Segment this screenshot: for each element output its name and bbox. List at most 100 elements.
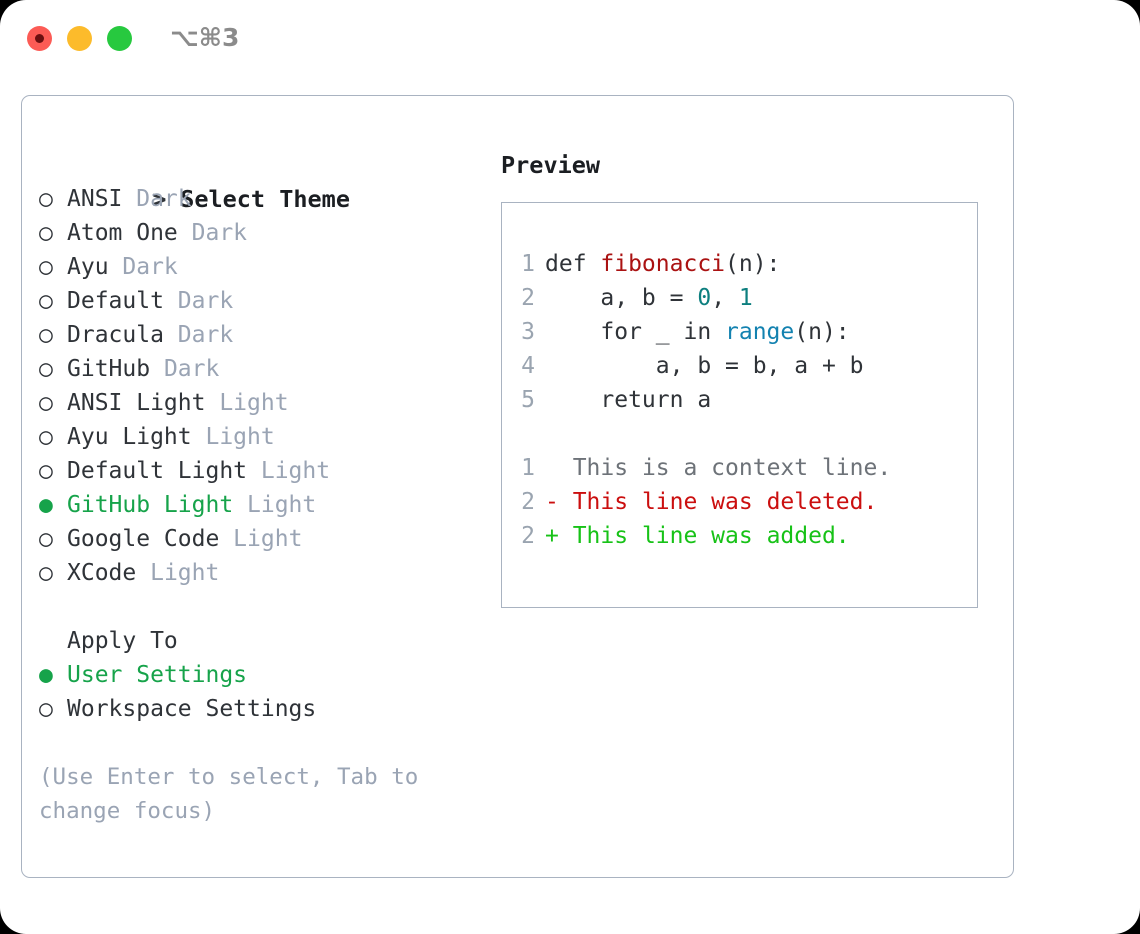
theme-name: Dracula	[67, 322, 164, 348]
diff-text: This is a context line.	[558, 455, 892, 481]
radio-selected-icon[interactable]: ●	[39, 492, 53, 518]
theme-variant-badge: Light	[191, 424, 275, 450]
minimize-button[interactable]	[67, 26, 92, 51]
theme-variant-badge: Light	[247, 458, 331, 484]
radio-unselected-icon[interactable]: ○	[39, 458, 53, 484]
code-token: 1	[738, 285, 753, 311]
code-line: 1 def fibonacci(n):	[515, 247, 971, 281]
code-token: ,	[711, 285, 739, 311]
apply-to-options: ● User Settings ○Workspace Settings	[39, 658, 479, 726]
code-line: 3 for _ in range(n):	[515, 315, 971, 349]
diff-sign: -	[545, 489, 559, 515]
close-button[interactable]	[27, 26, 52, 51]
diff-text: This line was added.	[558, 523, 850, 549]
select-theme-title: Select Theme	[180, 185, 350, 213]
zoom-button[interactable]	[107, 26, 132, 51]
theme-list-item[interactable]: ○ Default Light Light	[39, 454, 479, 488]
theme-name: Default	[67, 288, 164, 314]
code-line: 5 return a	[515, 383, 971, 417]
theme-list-item[interactable]: ● GitHub Light Light	[39, 488, 479, 522]
theme-list-item[interactable]: ○Ayu Dark	[39, 250, 479, 284]
line-number: 2	[521, 523, 535, 549]
theme-variant-badge: Dark	[163, 288, 234, 314]
theme-variant-badge: Light	[219, 526, 303, 552]
keyboard-hint-text: (Use Enter to select, Tab to change focu…	[39, 764, 432, 824]
theme-list: ○ANSI Dark○Atom One Dark○Ayu Dark○Defaul…	[39, 182, 479, 590]
line-number: 1	[521, 251, 535, 277]
theme-variant-badge: Light	[136, 560, 220, 586]
radio-unselected-icon[interactable]: ○	[39, 288, 53, 314]
main-panel: >Select Theme ○ANSI Dark○Atom One Dark○A…	[21, 95, 1014, 878]
theme-name: GitHub Light	[67, 492, 234, 518]
theme-name: Ayu Light	[67, 424, 192, 450]
code-token: def	[545, 251, 601, 277]
theme-list-item[interactable]: ○ Default Dark	[39, 284, 479, 318]
radio-unselected-icon[interactable]: ○	[39, 424, 53, 450]
radio-unselected-icon[interactable]: ○	[39, 526, 53, 552]
theme-list-item[interactable]: ○ Google Code Light	[39, 522, 479, 556]
prompt-caret-icon: >	[152, 185, 167, 213]
code-token: a, b = b, a + b	[545, 353, 864, 379]
line-number: 4	[521, 353, 535, 379]
apply-to-label: User Settings	[67, 662, 248, 688]
theme-list-item[interactable]: ○ Dracula Dark	[39, 318, 479, 352]
code-token: fibonacci	[600, 251, 726, 277]
radio-unselected-icon[interactable]: ○	[39, 254, 53, 280]
code-diff-spacer	[515, 417, 971, 451]
code-token: range	[725, 319, 795, 345]
theme-variant-badge: Dark	[122, 186, 192, 212]
preview-title: Preview	[501, 151, 601, 179]
code-token: 0	[697, 285, 712, 311]
theme-name: Google Code	[67, 526, 220, 552]
theme-variant-badge: Dark	[163, 322, 234, 348]
radio-unselected-icon[interactable]: ○	[39, 696, 53, 722]
radio-selected-icon[interactable]: ●	[39, 662, 53, 688]
theme-list-item[interactable]: ○ Ayu Light Light	[39, 420, 479, 454]
diff-line: 1 This is a context line.	[515, 451, 971, 485]
code-token: a, b =	[545, 285, 698, 311]
code-line: 2 a, b = 0, 1	[515, 281, 971, 315]
theme-name: GitHub	[67, 356, 151, 382]
theme-list-item[interactable]: ○XCode Light	[39, 556, 479, 590]
line-number: 3	[521, 319, 535, 345]
apply-to-option[interactable]: ○Workspace Settings	[39, 692, 479, 726]
list-spacer	[39, 590, 479, 624]
theme-list-item[interactable]: ○ANSI Dark	[39, 182, 479, 216]
title-bar: ⌥⌘3	[0, 0, 1140, 78]
diff-sign: +	[545, 523, 559, 549]
theme-list-item[interactable]: ○ ANSI Light Light	[39, 386, 479, 420]
theme-list-item[interactable]: ○Atom One Dark	[39, 216, 479, 250]
diff-sign	[545, 455, 559, 481]
radio-unselected-icon[interactable]: ○	[39, 390, 53, 416]
theme-variant-badge: Dark	[150, 356, 220, 382]
radio-unselected-icon[interactable]: ○	[39, 356, 53, 382]
radio-unselected-icon[interactable]: ○	[39, 322, 53, 348]
radio-unselected-icon[interactable]: ○	[39, 220, 53, 246]
theme-variant-badge: Dark	[177, 220, 248, 246]
line-number: 2	[521, 285, 535, 311]
theme-list-item[interactable]: ○ GitHub Dark	[39, 352, 479, 386]
theme-variant-badge: Light	[233, 492, 317, 518]
code-token: for _ in	[545, 319, 726, 345]
keyboard-shortcut-label: ⌥⌘3	[170, 23, 240, 52]
diff-sample: 1 This is a context line.2- This line wa…	[515, 451, 971, 553]
line-number: 5	[521, 387, 535, 413]
diff-text: This line was deleted.	[558, 489, 878, 515]
theme-selection-column: >Select Theme ○ANSI Dark○Atom One Dark○A…	[39, 148, 479, 828]
radio-unselected-icon[interactable]: ○	[39, 560, 53, 586]
theme-name: Default Light	[67, 458, 248, 484]
line-number: 2	[521, 489, 535, 515]
code-line: 4 a, b = b, a + b	[515, 349, 971, 383]
code-token: (n):	[725, 251, 781, 277]
diff-line: 2 + This line was added.	[515, 519, 971, 553]
radio-unselected-icon[interactable]: ○	[39, 186, 53, 212]
theme-variant-badge: Light	[205, 390, 289, 416]
diff-line: 2- This line was deleted.	[515, 485, 971, 519]
theme-name: ANSI Light	[67, 390, 206, 416]
apply-to-option[interactable]: ● User Settings	[39, 658, 479, 692]
